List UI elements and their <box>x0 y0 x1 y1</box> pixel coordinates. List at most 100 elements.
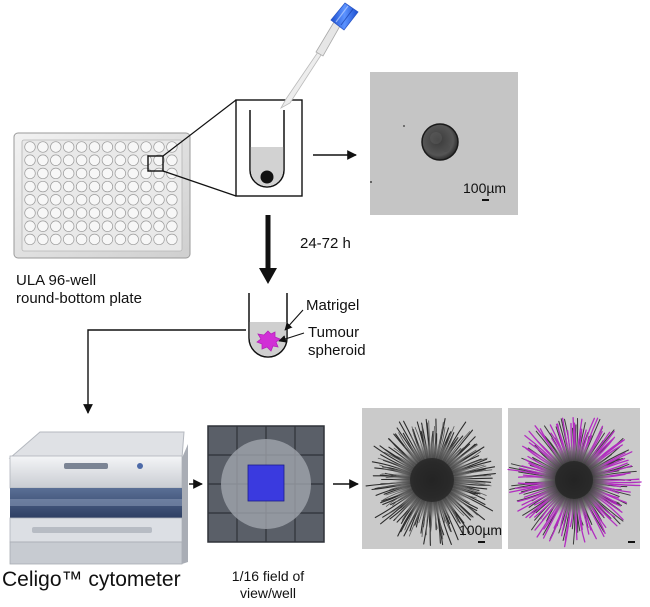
plate-well <box>75 194 88 206</box>
plate-well <box>88 233 101 246</box>
plate-well <box>153 194 165 206</box>
plate-well <box>37 194 49 206</box>
plate-well <box>75 154 88 166</box>
plate-well <box>140 180 152 193</box>
plate-well <box>50 180 62 193</box>
plate-well <box>75 141 88 153</box>
plate-well <box>37 141 49 153</box>
plate-well <box>50 233 62 246</box>
plate-well <box>63 220 75 232</box>
plate-well <box>88 180 101 193</box>
plate-well <box>101 207 114 219</box>
plate-well <box>101 194 114 206</box>
plate-well <box>166 220 178 232</box>
plate-caption-line2: round-bottom plate <box>16 290 142 308</box>
plate-well <box>140 167 152 180</box>
plate-well <box>166 233 178 246</box>
plate-well <box>88 207 101 219</box>
plate-well <box>50 141 62 153</box>
plate-well <box>127 233 139 246</box>
pipette-icon <box>279 2 359 110</box>
plate-well <box>24 207 36 219</box>
invasion-micrograph <box>362 408 502 549</box>
plate-well <box>63 194 75 206</box>
plate-well <box>63 141 75 153</box>
plate-well <box>114 220 126 232</box>
tumour-spheroid-label: Tumour spheroid <box>308 324 366 361</box>
plate-well <box>88 141 101 153</box>
plate-well <box>75 167 88 180</box>
plate-well <box>37 220 49 232</box>
plate-well <box>101 141 114 153</box>
connector-to-cytometer <box>83 329 246 414</box>
plate-well <box>153 220 165 232</box>
scale-bar-right <box>628 541 635 543</box>
plate-well <box>101 233 114 246</box>
scale-bar-bottom <box>478 541 485 543</box>
scale-label-top: 100µm <box>463 180 507 196</box>
plate-well <box>166 167 178 180</box>
plate-well <box>153 233 165 246</box>
outlined-invasion-micrograph <box>507 408 642 549</box>
plate-well <box>24 233 36 246</box>
plate-well <box>24 141 36 153</box>
plate-well <box>24 220 36 232</box>
plate-well <box>101 180 114 193</box>
matrigel-well-icon <box>248 293 288 358</box>
plate-well <box>127 220 139 232</box>
plate-well <box>140 207 152 219</box>
plate-well <box>140 154 152 166</box>
plate-well <box>114 154 126 166</box>
plate-well <box>101 220 114 232</box>
plate-well <box>153 154 165 166</box>
plate-well <box>88 194 101 206</box>
tumour-spheroid-shape <box>256 330 281 352</box>
plate-well <box>153 207 165 219</box>
zoom-line-bottom <box>162 170 237 197</box>
plate-well <box>24 194 36 206</box>
matrigel-pointer <box>284 309 304 331</box>
plate-well <box>24 167 36 180</box>
arrow-incubation-head <box>259 268 277 284</box>
plate-well <box>166 207 178 219</box>
plate-well <box>50 220 62 232</box>
round-bottom-well-icon <box>235 99 303 197</box>
plate-well <box>153 141 165 153</box>
plate-well <box>153 180 165 193</box>
matrigel-label: Matrigel <box>306 297 360 314</box>
plate-well <box>75 180 88 193</box>
scale-bar-top <box>482 199 489 201</box>
tumour-pointer <box>278 332 305 343</box>
plate-well <box>75 220 88 232</box>
plate-well <box>166 141 178 153</box>
tumour-label-line2: spheroid <box>308 342 366 360</box>
plate-well <box>37 167 49 180</box>
plate-well <box>114 141 126 153</box>
plate-well <box>140 194 152 206</box>
plate-well <box>50 207 62 219</box>
plate-well <box>50 154 62 166</box>
plate-well <box>88 154 101 166</box>
incubation-time-label: 24-72 h <box>300 235 351 252</box>
plate-well <box>140 220 152 232</box>
tumour-label-line1: Tumour <box>308 324 360 341</box>
plate-well <box>114 207 126 219</box>
field-caption-line2: view/well <box>239 585 296 602</box>
plate-well <box>50 167 62 180</box>
plate-well <box>140 141 152 153</box>
spheroid-micrograph <box>370 72 518 215</box>
imaging-field-grid-icon <box>207 425 325 543</box>
cytometer-caption: Celigo™ cytometer <box>2 568 181 591</box>
plate-well <box>166 180 178 193</box>
plate-well <box>75 207 88 219</box>
plate-well <box>127 207 139 219</box>
plate-well <box>37 180 49 193</box>
well-plate-icon <box>13 132 191 259</box>
plate-well <box>127 154 139 166</box>
zoom-box <box>147 155 164 172</box>
imaged-field-square <box>247 464 285 502</box>
plate-well <box>63 207 75 219</box>
plate-well <box>37 154 49 166</box>
cytometer-device-icon <box>8 431 188 565</box>
